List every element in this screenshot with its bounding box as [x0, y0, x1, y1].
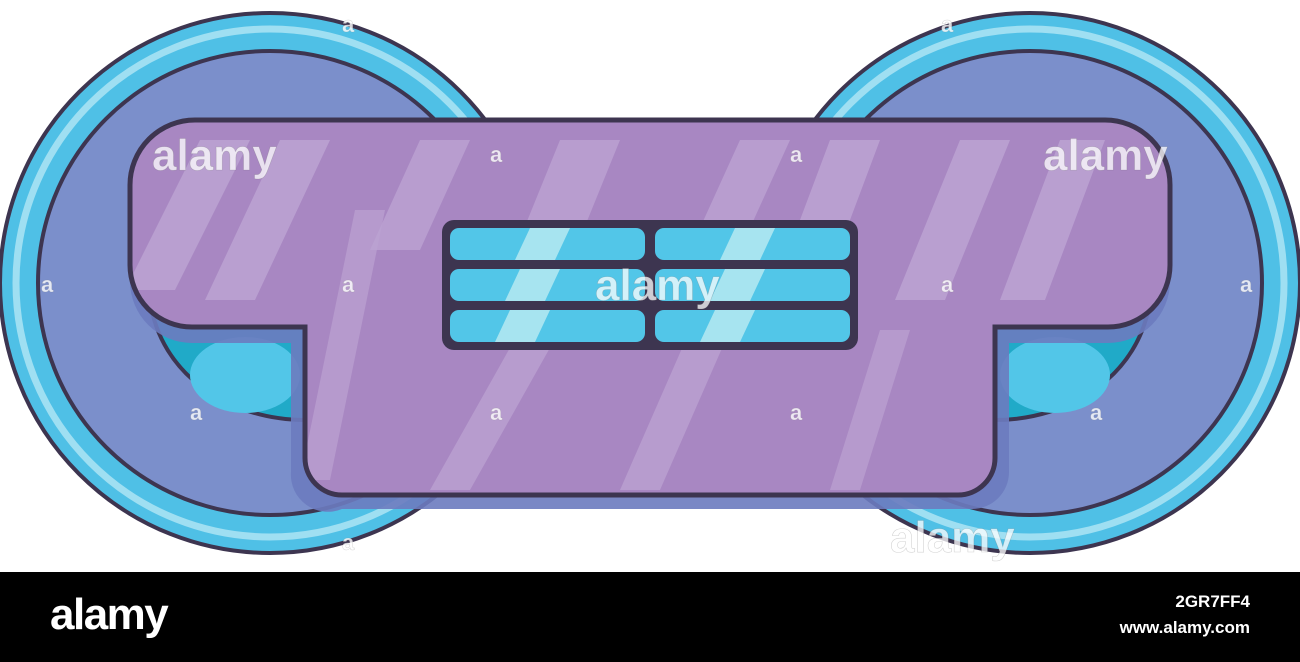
watermark-text: alamy — [152, 131, 277, 180]
watermark-mark: a — [342, 530, 355, 555]
watermark-mark: a — [342, 12, 355, 37]
watermark-mark: a — [342, 272, 355, 297]
watermark-layer: alamy alamy alamy alamy a a a a a a a a … — [41, 12, 1254, 563]
watermark-mark: a — [41, 272, 54, 297]
watermark-mark: a — [941, 12, 954, 37]
watermark-mark: a — [490, 142, 503, 167]
watermark-text: alamy — [1043, 131, 1168, 180]
watermark-mark: a — [790, 400, 803, 425]
site-url: www.alamy.com — [1119, 618, 1250, 637]
watermark-mark: a — [490, 400, 503, 425]
watermark-text: alamy — [890, 513, 1015, 562]
footer-bar: alamy 2GR7FF4 www.alamy.com — [0, 572, 1300, 662]
image-id: 2GR7FF4 — [1175, 592, 1250, 611]
controller-body-outline — [127, 117, 1173, 498]
watermark-mark: a — [1090, 400, 1103, 425]
watermark-mark: a — [790, 142, 803, 167]
watermark-mark: a — [190, 400, 203, 425]
watermark-mark: a — [941, 272, 954, 297]
game-controller-illustration: alamy alamy alamy alamy a a a a a a a a … — [0, 11, 1300, 563]
watermark-text: alamy — [595, 261, 720, 310]
watermark-mark: a — [1240, 272, 1253, 297]
vent-grille — [442, 220, 858, 350]
alamy-logo: alamy — [50, 590, 169, 639]
